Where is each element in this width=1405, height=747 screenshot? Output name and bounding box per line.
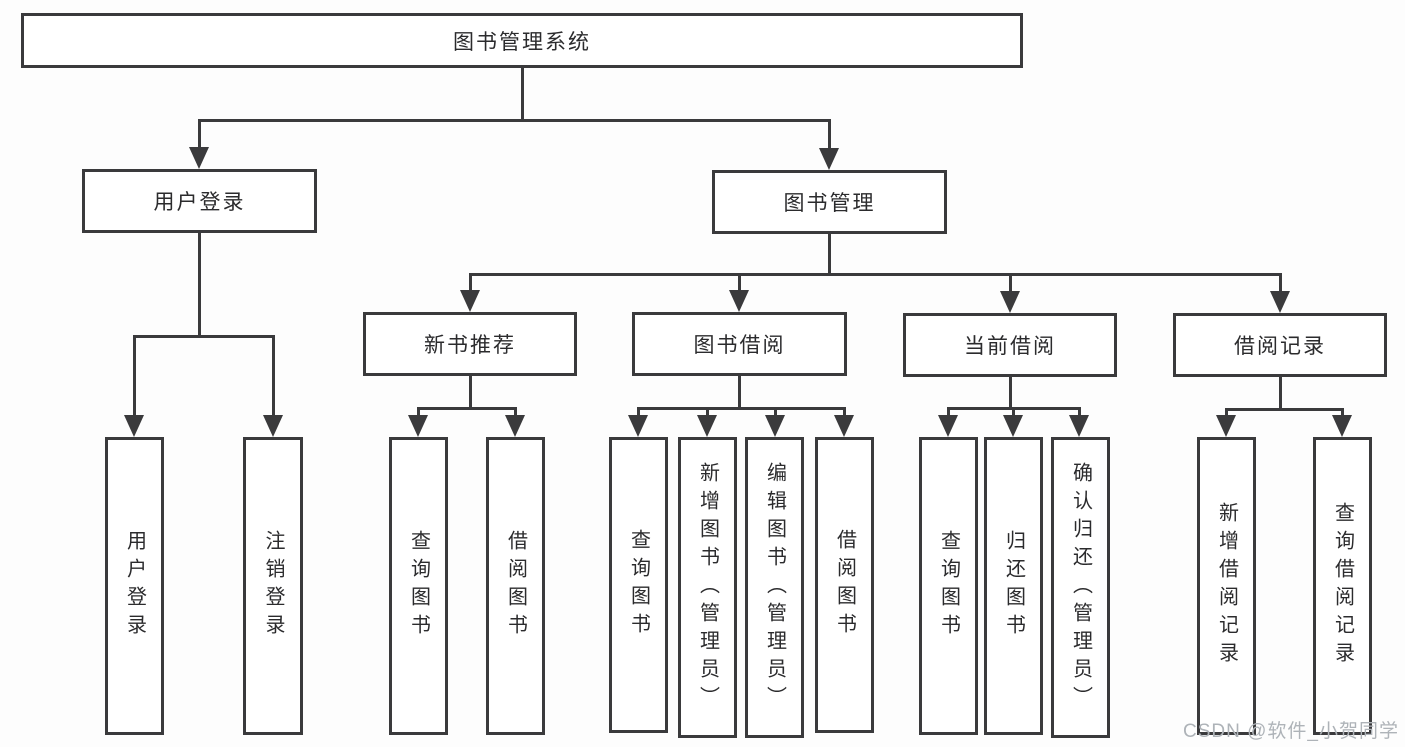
connector-user-login-trunk (198, 233, 201, 338)
connector-stem-leaf-query-borrow (637, 407, 640, 418)
arrowhead-down-user-login (189, 147, 209, 169)
leaf-borrow-book-label: 借阅图书 (833, 529, 856, 641)
leaf-query-borrow-record-label: 查询借阅记录 (1331, 502, 1354, 670)
leaf-query-borrow-record: 查询借阅记录 (1313, 437, 1372, 735)
node-book-borrow: 图书借阅 (632, 312, 847, 376)
leaf-query-book-current-label: 查询图书 (937, 530, 960, 642)
leaf-add-book-admin: 新增图书（管理员） (678, 437, 737, 738)
leaf-edit-book-admin-label: 编辑图书（管理员） (763, 461, 786, 714)
connector-book-borrow-trunk (738, 376, 741, 410)
arrowhead-down-leaf-confirm-return (1069, 415, 1089, 437)
connector-stem-leaf-add-record (1225, 408, 1228, 418)
leaf-add-book-admin-label: 新增图书（管理员） (696, 461, 719, 714)
leaf-user-login: 用户登录 (105, 437, 164, 735)
leaf-edit-book-admin: 编辑图书（管理员） (745, 437, 804, 738)
connector-stem-leaf-user-login (133, 335, 136, 418)
leaf-logout-label: 注销登录 (262, 530, 284, 642)
connector-new-book-recommend-trunk (469, 376, 472, 410)
node-new-book-recommend: 新书推荐 (363, 312, 577, 376)
leaf-logout: 注销登录 (243, 437, 303, 735)
leaf-query-book-borrow-label: 查询图书 (627, 529, 650, 641)
leaf-add-borrow-record-label: 新增借阅记录 (1215, 502, 1238, 670)
connector-stem-leaf-query-record (1341, 408, 1344, 418)
connector-book-borrow-split (637, 407, 846, 410)
arrowhead-down-leaf-query-borrow (628, 415, 648, 437)
arrowhead-down-leaf-borrow-book (834, 415, 854, 437)
arrowhead-down-borrow-record (1270, 291, 1290, 313)
connector-current-borrow-trunk (1009, 377, 1012, 410)
connector-stem-leaf-borrow-book (843, 407, 846, 418)
connector-stem-user-login (198, 119, 201, 150)
leaf-query-book-recommend-label: 查询图书 (407, 530, 430, 642)
node-book-borrow-label: 图书借阅 (693, 334, 786, 357)
connector-new-book-recommend-split (418, 407, 517, 410)
arrowhead-down-leaf-return-book (1003, 415, 1023, 437)
connector-level3-split (469, 273, 1281, 276)
connector-stem-leaf-confirm-return (1078, 407, 1081, 418)
connector-stem-leaf-borrow-recommend (514, 407, 517, 418)
node-user-login: 用户登录 (82, 169, 317, 233)
node-user-login-label: 用户登录 (153, 191, 246, 214)
connector-stem-leaf-query-current (947, 407, 950, 418)
node-book-management-label: 图书管理 (783, 192, 876, 215)
connector-stem-new-book-recommend (469, 273, 472, 293)
connector-root-trunk (521, 68, 524, 122)
node-book-management: 图书管理 (712, 170, 947, 234)
leaf-return-book: 归还图书 (984, 437, 1043, 735)
connector-book-management-trunk (828, 234, 831, 276)
arrowhead-down-leaf-borrow-recommend (505, 415, 525, 437)
node-current-borrow-label: 当前借阅 (964, 335, 1056, 358)
node-borrow-record-label: 借阅记录 (1234, 335, 1326, 358)
connector-stem-borrow-record (1279, 273, 1282, 293)
leaf-borrow-book-recommend: 借阅图书 (486, 437, 545, 735)
arrowhead-down-new-book-recommend (460, 290, 480, 312)
connector-stem-book-management (828, 119, 831, 151)
arrowhead-down-leaf-edit-book (765, 415, 785, 437)
connector-stem-leaf-edit-book (774, 407, 777, 418)
node-borrow-record: 借阅记录 (1173, 313, 1387, 377)
node-root: 图书管理系统 (21, 13, 1023, 68)
connector-stem-leaf-return-book (1012, 407, 1015, 418)
arrowhead-down-leaf-query-record (1332, 415, 1352, 437)
leaf-return-book-label: 归还图书 (1002, 530, 1025, 642)
leaf-borrow-book: 借阅图书 (815, 437, 874, 733)
arrowhead-down-leaf-query-current (938, 415, 958, 437)
leaf-user-login-label: 用户登录 (123, 530, 146, 642)
connector-stem-leaf-logout (272, 335, 275, 418)
connector-stem-leaf-add-book (706, 407, 709, 418)
leaf-confirm-return-admin-label: 确认归还（管理员） (1069, 461, 1092, 714)
leaf-query-book-current: 查询图书 (919, 437, 978, 735)
connector-root-split (199, 119, 831, 122)
connector-stem-leaf-query-recommend (417, 407, 420, 418)
arrowhead-down-book-borrow (729, 290, 749, 312)
connector-stem-book-borrow (738, 273, 741, 293)
arrowhead-down-leaf-add-book (697, 415, 717, 437)
leaf-borrow-book-recommend-label: 借阅图书 (504, 530, 527, 642)
arrowhead-down-leaf-query-recommend (408, 415, 428, 437)
leaf-confirm-return-admin: 确认归还（管理员） (1051, 437, 1110, 738)
node-new-book-recommend-label: 新书推荐 (424, 334, 516, 357)
arrowhead-down-current-borrow (1000, 291, 1020, 313)
connector-stem-current-borrow (1009, 273, 1012, 293)
arrowhead-down-leaf-add-record (1216, 415, 1236, 437)
node-current-borrow: 当前借阅 (903, 313, 1117, 377)
leaf-query-book-recommend: 查询图书 (389, 437, 448, 735)
arrowhead-down-leaf-logout (263, 415, 283, 437)
leaf-query-book-borrow: 查询图书 (609, 437, 668, 733)
connector-borrow-record-trunk (1279, 377, 1282, 411)
csdn-watermark: CSDN @软件_小贺同学 (1183, 721, 1399, 742)
arrowhead-down-book-management (819, 148, 839, 170)
node-root-label: 图书管理系统 (453, 30, 591, 54)
leaf-add-borrow-record: 新增借阅记录 (1197, 437, 1256, 735)
arrowhead-down-leaf-user-login (124, 415, 144, 437)
connector-borrow-record-split (1226, 408, 1343, 411)
connector-user-login-split (134, 335, 275, 338)
